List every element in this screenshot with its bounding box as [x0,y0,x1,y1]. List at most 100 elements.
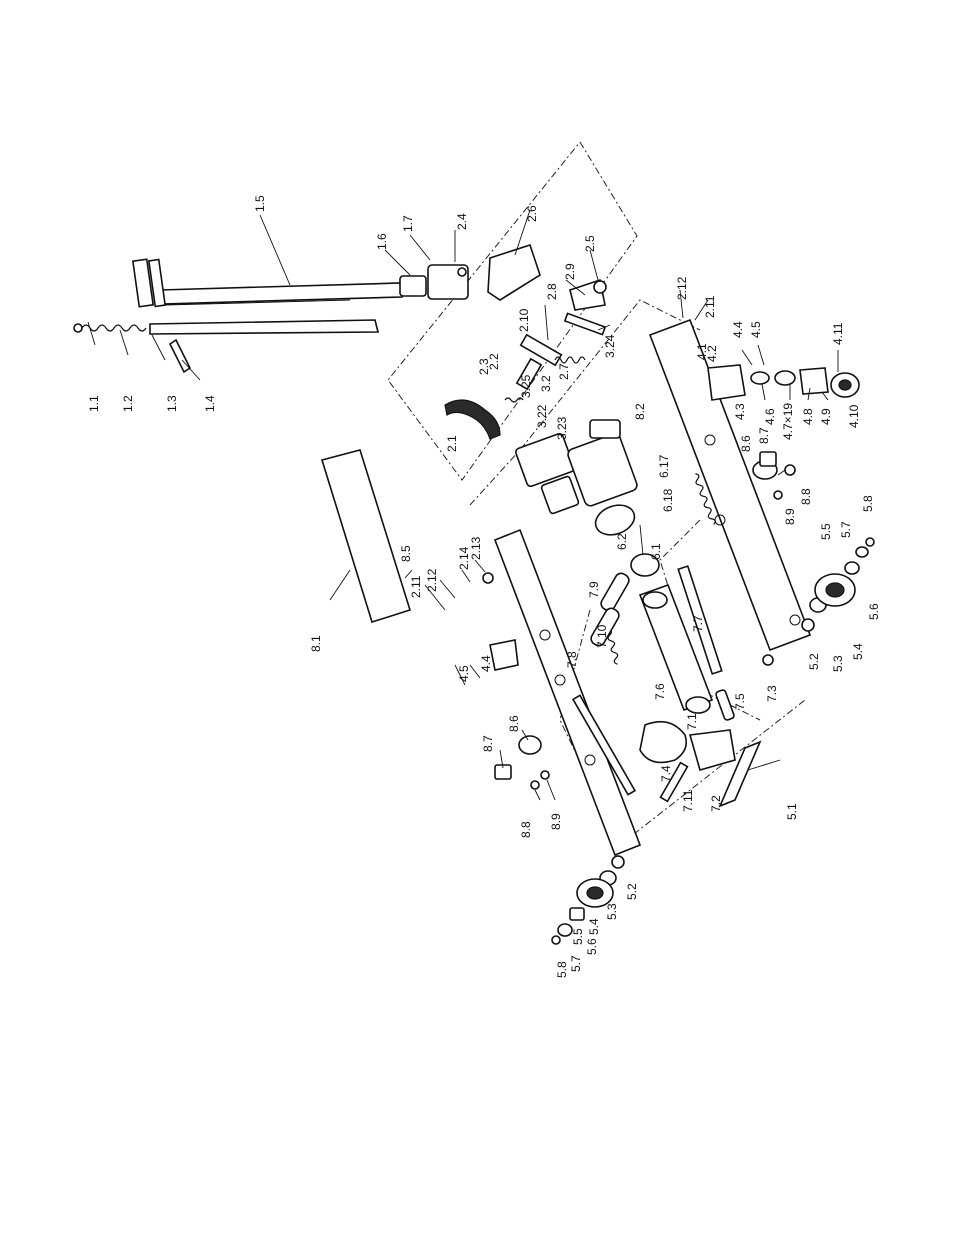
label-8-7-right: 8.7 [757,427,771,444]
label-8-9-right: 8.9 [783,508,797,525]
pull-rod-part-1-3 [149,319,380,335]
label-5-2-right: 5.2 [807,653,821,670]
left-frame-rail [320,449,642,857]
roller-part-7-10 [590,607,620,647]
label-4-2: 4.2 [705,345,719,362]
leader-2-12-left [439,579,456,599]
eye-part-1-1 [73,323,83,333]
label-5-1: 5.1 [785,803,799,820]
label-8-8-right: 8.8 [799,488,813,505]
yoke-part-7-2 [688,729,736,771]
leader-2-9 [565,279,586,296]
label-2-10: 2.10 [517,308,531,332]
bushing-part-4-7x19 [774,370,796,386]
label-1-7: 1.7 [401,215,415,232]
nut-part-5-6-left [569,907,585,921]
leader-1-4 [181,359,201,381]
boundary-top-assembly [387,141,638,481]
label-1-6: 1.6 [375,233,389,250]
motor-group [514,419,638,536]
leader-8-5 [404,569,413,579]
label-3-23: 3.23 [555,416,569,440]
frame-hole-3 [789,614,801,626]
label-4-5-right: 4.5 [749,321,763,338]
label-2-12-right: 2.12 [675,276,689,300]
leader-1-3 [151,334,166,361]
leader-8-8-left [534,789,541,801]
nut-part-8-8-right [784,464,796,476]
label-5-8-left: 5.8 [555,961,569,978]
washer-part-4-6 [750,371,770,385]
label-4-1: 4.1 [695,343,709,360]
label-5-4-left: 5.4 [587,918,601,935]
leader-2-11-right [694,299,709,321]
wheel-hub-5-4-right [825,582,845,598]
label-2-1: 2.1 [445,435,459,452]
label-4-5-left: 4.5 [457,665,471,682]
label-6-1: 6.1 [649,543,663,560]
label-4-11: 4.11 [831,322,845,345]
leader-2-8 [544,304,549,341]
label-5-8-right: 5.8 [861,495,875,512]
coupling-part-1-6 [399,275,427,297]
pin-part-3-24 [563,312,607,336]
washer-part-5-2-left [611,855,625,869]
leader-8-1 [329,569,351,601]
label-6-18: 6.18 [661,488,675,512]
label-7-4: 7.4 [659,765,673,782]
leader-8-7-left [499,749,504,769]
label-5-6-right: 5.6 [867,603,881,620]
washer-part-8-9-right [773,490,783,500]
label-5-3-right: 5.3 [831,655,845,672]
label-3-2: 3.2 [539,375,553,392]
rod-part-1-5 [159,282,403,305]
frame-part-8-2 [648,318,812,652]
leader-4-5-left [454,664,466,686]
label-4-7x19: 4.7×19 [781,403,795,440]
washer-part-5-7-left [557,923,573,937]
label-7-10: 7.10 [595,624,609,648]
label-3-24: 3.24 [603,334,617,358]
nut-part-5-5-right [844,561,860,575]
leader-8-9-left [546,779,556,801]
label-5-2-left: 5.2 [625,883,639,900]
label-2-14: 2.14 [457,546,471,570]
spring-part-2-7 [554,356,586,364]
cam-part-6-2 [630,553,660,577]
label-8-1: 8.1 [309,635,323,652]
label-8-9-left: 8.9 [549,813,563,830]
wheel-group [551,537,875,945]
leader-4-6 [761,383,766,401]
label-7-3: 7.3 [765,685,779,702]
leader-2-12-right [679,289,684,319]
label-8-5: 8.5 [399,545,413,562]
label-1-1: 1.1 [87,395,101,412]
label-1-3: 1.3 [165,395,179,412]
label-4-4-left: 4.4 [479,655,493,672]
leader-2-13 [474,559,486,573]
label-2-7: 2.7 [557,363,571,380]
leader-1-6 [384,249,411,276]
nut-part-8-7-right [759,451,777,467]
label-3-22: 3.22 [535,404,549,428]
pump-end-cap [594,504,636,536]
t-handle-bar [131,258,155,308]
handle-group [73,258,469,374]
label-2-13: 2.13 [469,536,483,560]
leader-4-8 [807,387,811,401]
label-2-9: 2.9 [563,263,577,280]
label-5-7-left: 5.7 [569,955,583,972]
label-7-8: 7.8 [565,651,579,668]
label-1-5: 1.5 [253,195,267,212]
label-7-2: 7.2 [709,795,723,812]
nut-part-2-13 [482,572,494,584]
frame-hole-1 [704,434,716,446]
label-5-5-right: 5.5 [819,523,833,540]
label-4-3: 4.3 [733,403,747,420]
label-7-5: 7.5 [733,693,747,710]
leader-5-1 [747,759,781,771]
label-7-7: 7.7 [691,615,705,632]
bracket-group [444,243,607,440]
nut-part-8-8-left [530,780,540,790]
